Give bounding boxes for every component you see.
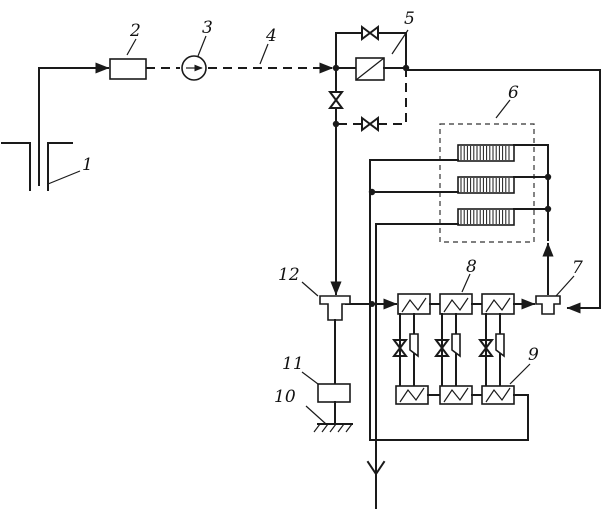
mixer-tee-12 xyxy=(301,281,351,385)
return-line xyxy=(405,69,601,314)
exchanger-row-9 xyxy=(369,159,531,441)
supply-line xyxy=(38,62,334,186)
mixing-tee-7 xyxy=(535,275,575,315)
heater-coil-2 xyxy=(457,176,515,194)
label-7: 7 xyxy=(572,258,583,278)
label-11: 11 xyxy=(282,354,304,374)
manifold-node xyxy=(369,301,375,307)
exchanger-legs xyxy=(392,313,505,387)
label-12: 12 xyxy=(278,265,300,285)
feed-to-12 xyxy=(328,67,344,296)
exchanger-bypass xyxy=(332,25,410,132)
unit-11 xyxy=(317,383,351,403)
heater-coil-3 xyxy=(457,208,515,226)
label-2: 2 xyxy=(129,21,141,41)
label-9: 9 xyxy=(528,345,539,365)
well-intake xyxy=(1,142,81,191)
label-10: 10 xyxy=(274,387,296,407)
ground-10 xyxy=(305,401,353,433)
label-4: 4 xyxy=(265,26,277,46)
heater-block xyxy=(368,99,554,465)
heater-coil-1 xyxy=(457,144,515,162)
outlet xyxy=(366,460,386,509)
pump xyxy=(181,35,207,81)
filter-box xyxy=(109,58,147,80)
label-1: 1 xyxy=(82,155,93,175)
exchanger-row-8 xyxy=(345,273,536,315)
label-6: 6 xyxy=(508,83,519,103)
label-8: 8 xyxy=(466,257,477,277)
label-5: 5 xyxy=(404,9,415,29)
label-3: 3 xyxy=(202,18,213,38)
